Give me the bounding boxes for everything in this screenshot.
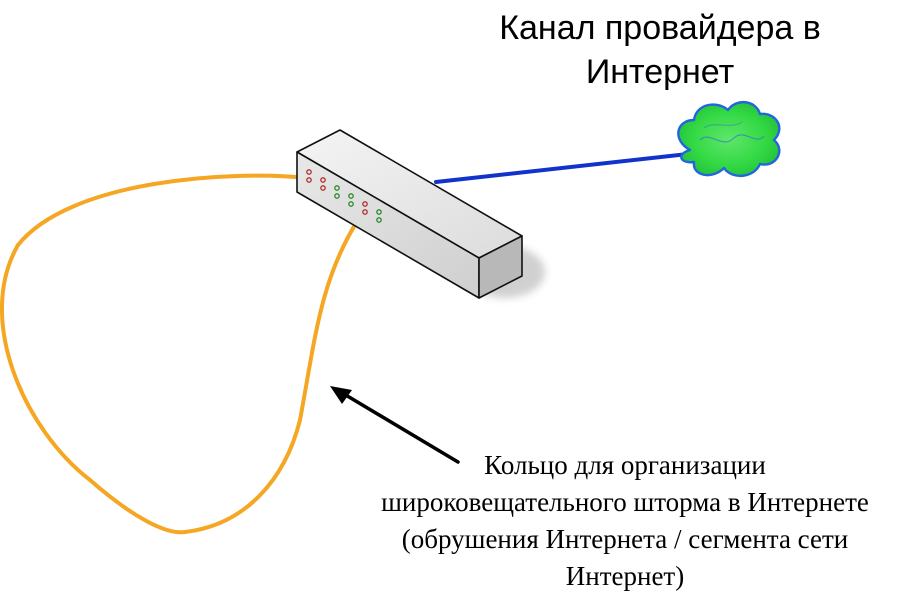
network-switch-icon xyxy=(296,129,523,299)
title-line-2: Интернет xyxy=(585,53,735,91)
uplink-cable xyxy=(434,152,690,184)
loop-cable xyxy=(0,173,360,535)
caption-line-3: (обрушения Интернета / сегмента сети xyxy=(401,524,849,554)
caption-line-4: Интернет) xyxy=(565,561,685,591)
title-line-1: Канал провайдера в xyxy=(499,9,821,47)
switch-port-leds xyxy=(306,169,382,223)
diagram-title: Канал провайдера в Интернет xyxy=(430,6,890,94)
internet-cloud-icon xyxy=(677,101,781,177)
annotation-arrow xyxy=(330,386,460,464)
loop-caption: Кольцо для организации широковещательног… xyxy=(330,447,920,595)
caption-line-1: Кольцо для организации xyxy=(484,450,766,480)
caption-line-2: широковещательного шторма в Интернете xyxy=(381,487,869,517)
